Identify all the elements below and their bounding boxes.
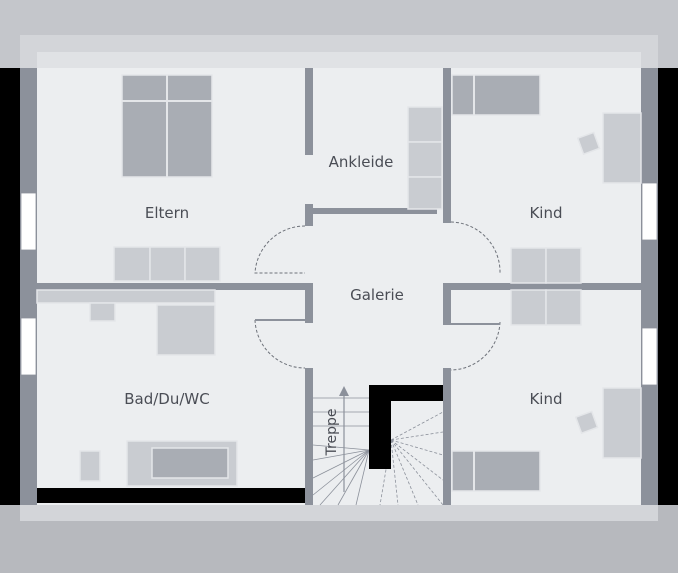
stair-tread: [390, 439, 444, 506]
bottom-band-light: [20, 505, 658, 521]
window-left-bottom: [20, 317, 37, 376]
stair-tread: [355, 449, 370, 506]
bad-black-band: [37, 488, 305, 503]
right-black-edge: [658, 68, 678, 505]
wardrobe: [545, 289, 582, 326]
wardrobe: [545, 247, 582, 284]
wardrobe: [113, 246, 151, 282]
arrow-up-icon: [339, 386, 349, 396]
wardrobe: [510, 247, 547, 284]
room-label-eltern: Eltern: [145, 204, 189, 222]
desk: [602, 112, 642, 184]
door-bad[interactable]: [254, 319, 306, 369]
window-left-top: [20, 192, 37, 251]
room-label-bad: Bad/Du/WC: [124, 390, 209, 408]
wall-stair-right: [443, 368, 451, 505]
chair: [574, 410, 599, 435]
stair-tread: [390, 439, 419, 506]
vanity: [36, 289, 216, 304]
wall-eltern-ankleide: [305, 68, 313, 155]
stair-tread: [337, 449, 370, 506]
room-label-kind-bottom: Kind: [529, 390, 562, 408]
closet: [407, 141, 443, 178]
bed: [451, 450, 541, 492]
window-right-bottom: [641, 327, 658, 386]
room-label-kind-top: Kind: [529, 204, 562, 222]
wall-bad-stub: [305, 283, 313, 323]
sink: [89, 302, 116, 322]
stair-tread: [312, 449, 370, 461]
wall-kind-kind: [451, 283, 641, 290]
shower: [156, 304, 216, 356]
right-wall: [641, 68, 658, 505]
wall-ankleide-bottom: [313, 208, 437, 214]
left-black-edge: [0, 68, 20, 505]
wardrobe: [510, 289, 547, 326]
stair-tread: [390, 431, 444, 441]
stair-tread: [390, 439, 444, 481]
stair-tread: [312, 444, 370, 451]
room-label-ankleide: Ankleide: [329, 153, 394, 171]
stair-tread: [312, 449, 370, 496]
desk: [602, 387, 642, 459]
bathtub-inner: [151, 447, 229, 479]
door-eltern[interactable]: [254, 225, 306, 274]
closet: [407, 176, 443, 210]
stair-label: Treppe: [324, 409, 340, 457]
wall-ankleide-kind: [443, 68, 451, 223]
wall-eltern-bad: [37, 283, 313, 290]
toilet: [79, 450, 101, 482]
chair: [576, 131, 601, 156]
staircase: [312, 385, 444, 506]
left-wall: [20, 68, 37, 505]
closet: [407, 106, 443, 143]
wardrobe: [149, 246, 186, 282]
door-kind-bottom[interactable]: [450, 321, 501, 371]
wardrobe: [184, 246, 221, 282]
wall-stair-left: [305, 368, 313, 505]
room-label-galerie: Galerie: [350, 286, 404, 304]
window-right-top: [641, 182, 658, 241]
stair-tread: [312, 449, 370, 479]
wall-kind-stub: [443, 283, 451, 325]
stair-tread: [390, 439, 399, 506]
bed: [451, 74, 541, 116]
stair-tread: [390, 439, 444, 456]
wall-stub: [305, 204, 313, 226]
